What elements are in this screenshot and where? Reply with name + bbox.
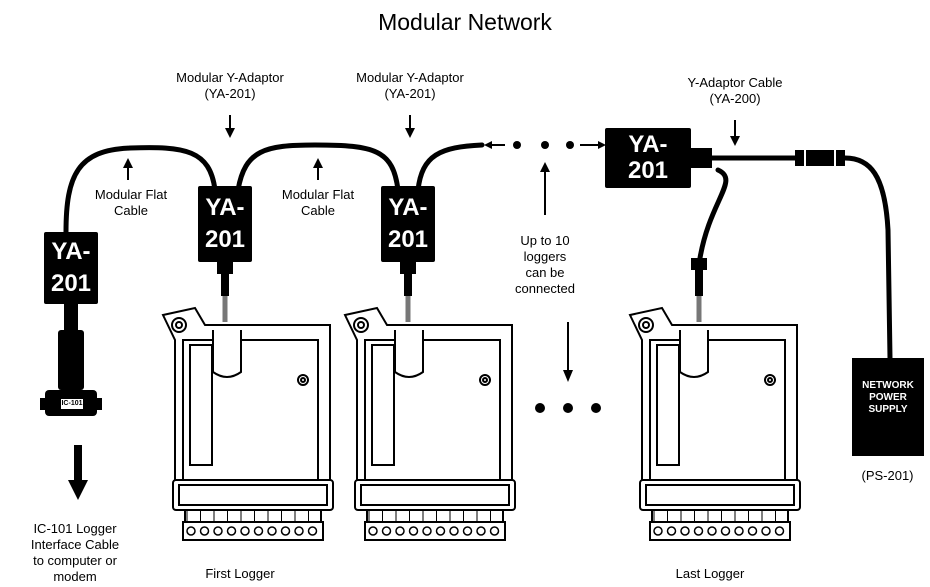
terminal-screw: [408, 526, 419, 536]
terminal-screw: [774, 526, 785, 536]
terminal-screw: [693, 526, 704, 536]
terminal-screw: [680, 526, 690, 536]
plug-adaptor-2: [400, 262, 416, 322]
flat-cable-2: [235, 142, 401, 193]
terminal-screw: [747, 526, 758, 536]
cable-out: [415, 142, 485, 193]
label-adaptor-cable: Y-Adaptor Cable (YA-200): [687, 75, 783, 106]
terminal-screw: [435, 526, 446, 536]
terminal-screw: [395, 526, 405, 536]
terminal-screw: [489, 526, 500, 536]
terminal-screw: [213, 526, 223, 536]
terminal-screw: [280, 526, 291, 536]
y-cable-branch: [697, 167, 729, 261]
terminal-screw: [734, 526, 744, 536]
label-first-logger: First Logger: [205, 566, 275, 581]
plug-last-logger: [691, 258, 707, 322]
ya-201-box-interface: YA- 201: [44, 232, 98, 304]
label-flat-cable-1: Modular Flat Cable: [94, 187, 168, 218]
terminal-screw: [720, 526, 731, 536]
terminal-screw: [666, 526, 677, 536]
terminal-screw: [226, 526, 237, 536]
flat-cable-1: [63, 145, 218, 235]
label-ps-part: (PS-201): [861, 468, 914, 483]
ic-101-connector-label: IC-101: [60, 398, 84, 410]
first-logger: [161, 306, 334, 541]
terminal-screw: [653, 526, 663, 536]
y-cable-to-ps: [842, 155, 893, 361]
terminal-screw: [449, 526, 459, 536]
terminal-screw: [422, 526, 432, 536]
terminal-screw: [368, 526, 378, 536]
ya-201-box-first: YA- 201: [198, 186, 252, 262]
last-logger: [628, 306, 801, 541]
terminal-screw: [253, 526, 264, 536]
terminal-screw: [240, 526, 250, 536]
terminal-screw: [186, 526, 196, 536]
label-up-to-10: Up to 10 loggers can be connected: [515, 233, 575, 296]
terminal-screw: [307, 526, 318, 536]
label-flat-cable-2: Modular Flat Cable: [281, 187, 355, 218]
terminal-screw: [462, 526, 473, 536]
terminal-screw: [707, 526, 717, 536]
terminal-screw: [761, 526, 771, 536]
terminal-screw: [199, 526, 210, 536]
terminal-screw: [294, 526, 304, 536]
middle-logger: [343, 306, 516, 541]
label-interface-cable: IC-101 Logger Interface Cable to compute…: [30, 521, 120, 584]
label-adaptor-2: Modular Y-Adaptor (YA-201): [356, 70, 464, 101]
label-adaptor-1: Modular Y-Adaptor (YA-201): [176, 70, 284, 101]
terminal-screw: [476, 526, 486, 536]
plug-adaptor-1: [217, 262, 233, 322]
label-last-logger: Last Logger: [675, 566, 745, 581]
terminal-screw: [381, 526, 392, 536]
ya-201-box-end: YA- 201: [605, 128, 691, 188]
ya-201-box-second: YA- 201: [381, 186, 435, 262]
network-power-supply: NETWORK POWER SUPPLY: [852, 358, 924, 456]
diagram-title: Modular Network: [378, 9, 552, 35]
terminal-screw: [267, 526, 277, 536]
